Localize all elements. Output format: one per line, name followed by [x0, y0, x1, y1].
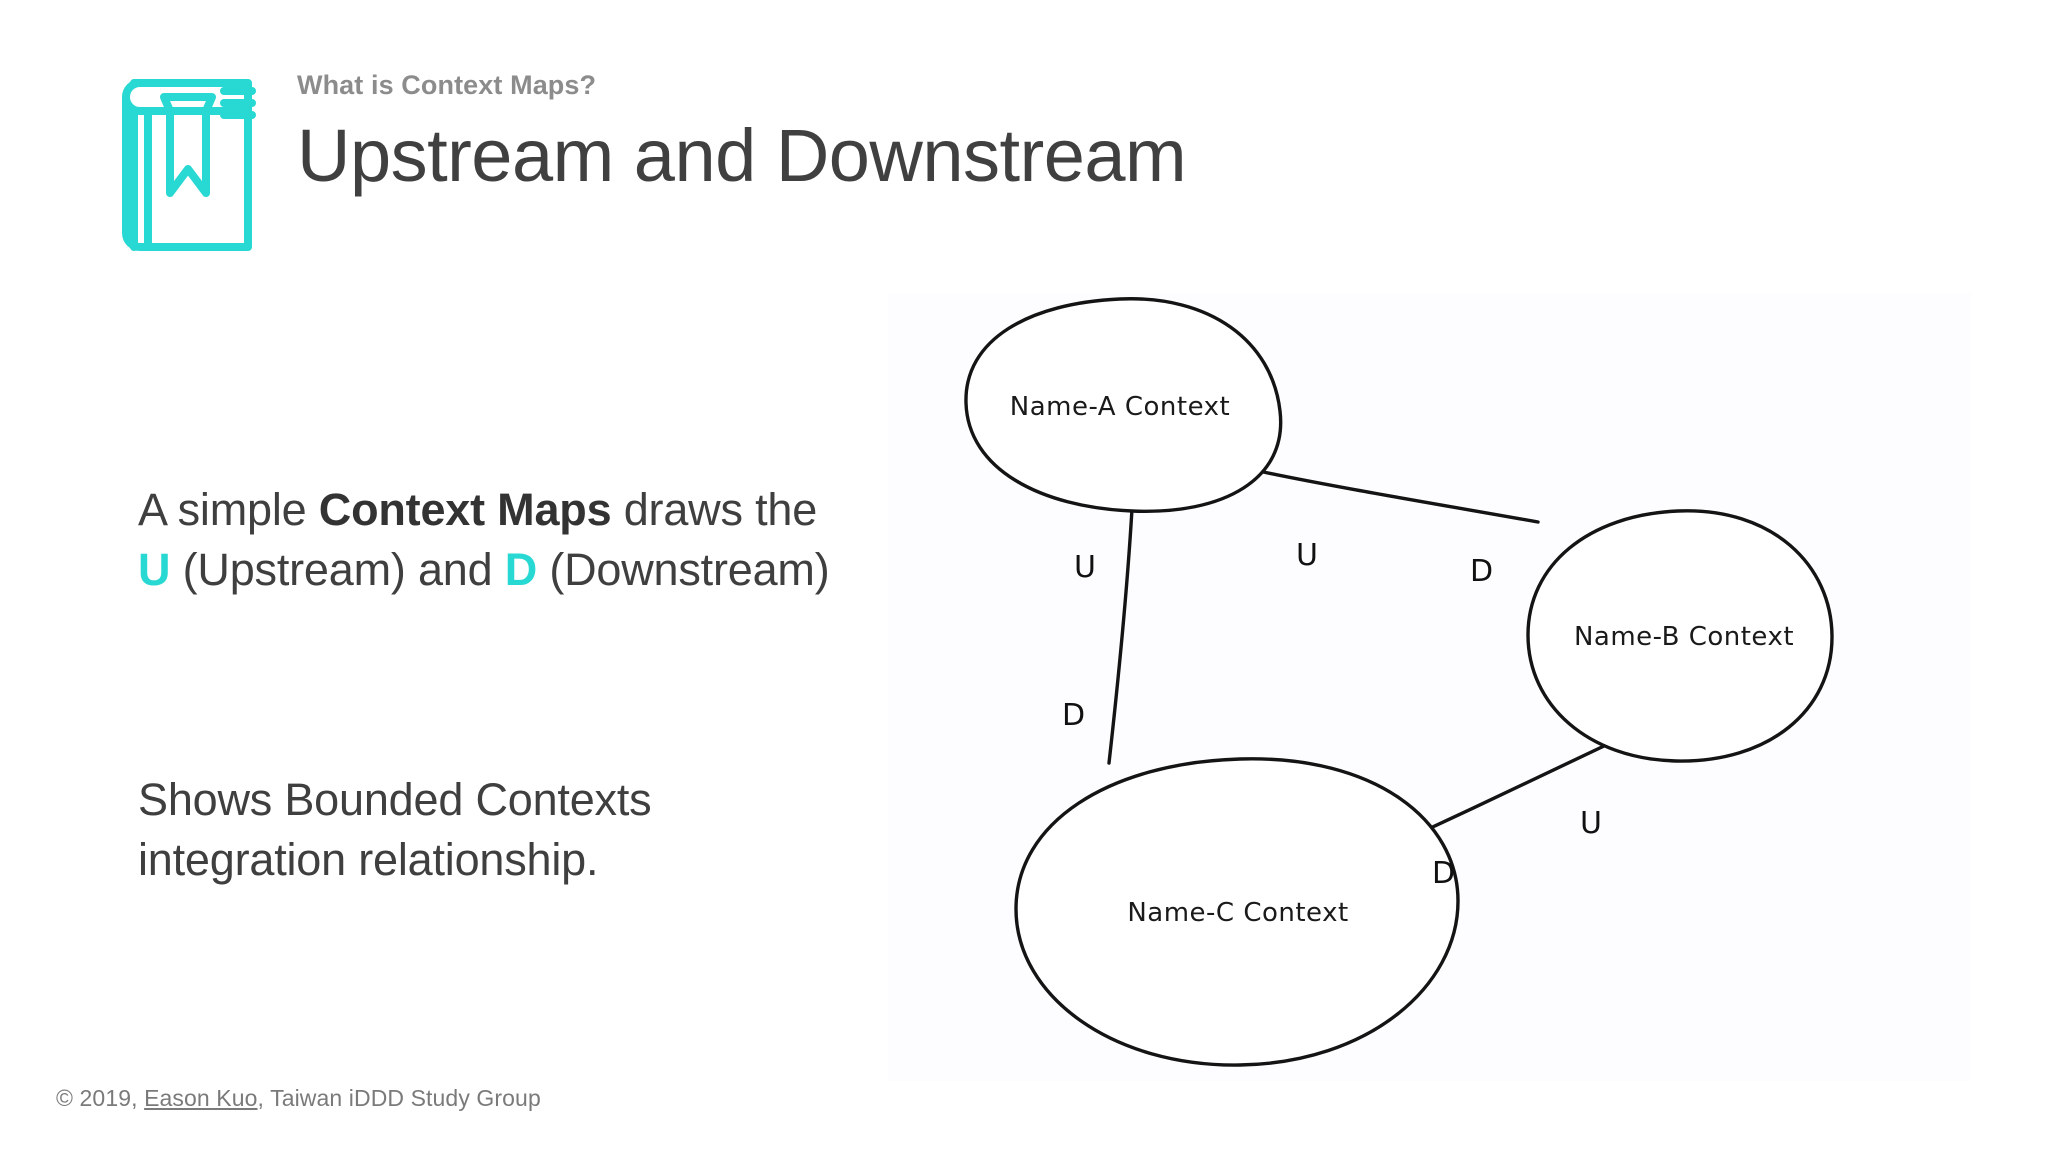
- para1-accent-u: U: [138, 543, 171, 595]
- para1-accent-d: D: [504, 543, 538, 595]
- paragraph-context-maps: A simple Context Maps draws the U (Upstr…: [138, 480, 830, 600]
- edge-a-c-upstream-label: U: [1074, 550, 1096, 585]
- node-name-c-context[interactable]: Name-C Context: [1014, 757, 1460, 1067]
- node-name-a-context[interactable]: Name-A Context: [964, 297, 1283, 513]
- slide-footer: © 2019, Eason Kuo, Taiwan iDDD Study Gro…: [56, 1085, 541, 1112]
- node-c-shape: [1014, 757, 1460, 1067]
- edge-a-b-upstream-label: U: [1296, 538, 1318, 573]
- node-a-label: Name-A Context: [1010, 392, 1230, 422]
- para1-line2-post: (Downstream): [537, 543, 830, 595]
- edge-a-c: [1107, 507, 1134, 765]
- edge-a-b-downstream-label: D: [1470, 554, 1493, 589]
- node-name-b-context[interactable]: Name-B Context: [1526, 509, 1834, 763]
- node-b-label: Name-B Context: [1574, 622, 1794, 652]
- para1-line2-mid: (Upstream) and: [170, 543, 505, 595]
- slide-header: What is Context Maps? Upstream and Downs…: [112, 55, 1187, 261]
- node-c-label: Name-C Context: [1127, 898, 1348, 928]
- edge-a-c-downstream-label: D: [1062, 698, 1085, 733]
- node-b-shape: [1526, 509, 1834, 763]
- page-title: Upstream and Downstream: [297, 114, 1187, 198]
- para1-line1-pre: A simple: [138, 484, 319, 535]
- para2-line2: integration relationship.: [138, 833, 599, 885]
- footer-author-link[interactable]: Eason Kuo: [144, 1085, 258, 1111]
- context-map-svg: Name-A Context Name-B Context Name-C Con…: [964, 297, 1834, 1067]
- edge-label-group: U D U D U D: [1062, 538, 1602, 891]
- edge-b-c-upstream-label: U: [1580, 806, 1602, 841]
- para2-line1: Shows Bounded Contexts: [138, 774, 652, 825]
- book-with-bookmark-icon: [112, 61, 262, 261]
- context-map-diagram: Name-A Context Name-B Context Name-C Con…: [888, 293, 1971, 1081]
- edge-b-c-downstream-label: D: [1432, 856, 1455, 891]
- para1-strong-context-maps: Context Maps: [318, 484, 612, 535]
- slide-eyebrow: What is Context Maps?: [297, 70, 597, 100]
- edge-a-b: [1252, 468, 1540, 524]
- para1-line1-post: draws the: [611, 484, 818, 535]
- footer-copyright: © 2019,: [56, 1085, 145, 1111]
- paragraph-bounded-contexts: Shows Bounded Contexts integration relat…: [138, 770, 652, 890]
- header-text-block: What is Context Maps? Upstream and Downs…: [297, 55, 1187, 198]
- footer-org: , Taiwan iDDD Study Group: [257, 1085, 541, 1111]
- node-a-shape: [964, 297, 1283, 513]
